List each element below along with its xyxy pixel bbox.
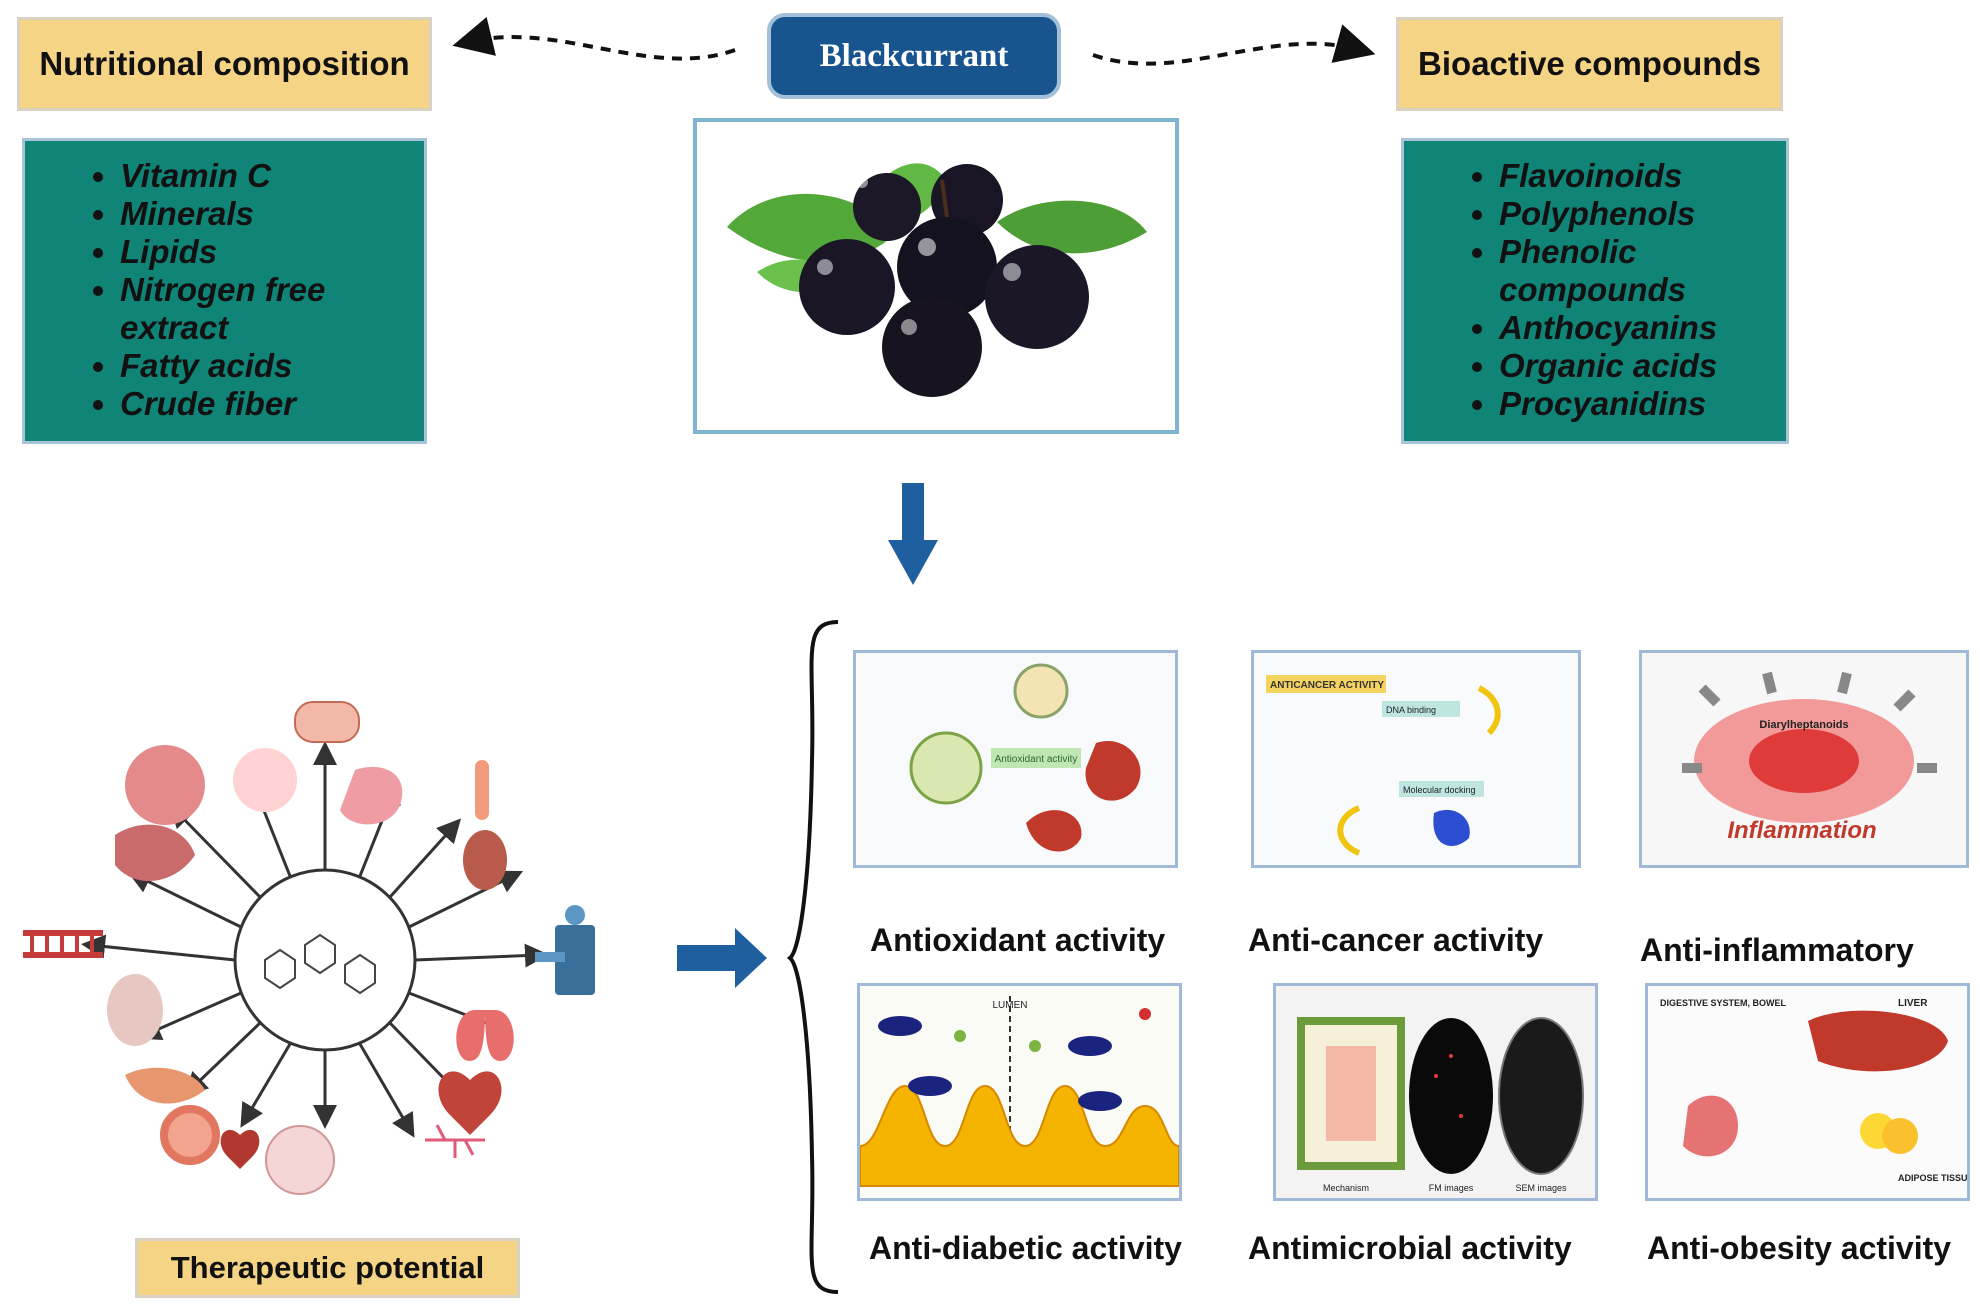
digestive-label: DIGESTIVE SYSTEM, BOWEL [1660,998,1787,1008]
adipose-label: ADIPOSE TISSUE [1898,1173,1967,1183]
antidiabetic-thumbnail: LUMEN [857,983,1182,1201]
page-title: Blackcurrant [767,13,1061,99]
anticancer-tag: ANTICANCER ACTIVITY [1270,680,1384,691]
nerve-icon [425,1124,485,1158]
blood-vessel-icon [160,1105,220,1165]
mitochondria-icon [294,701,360,743]
pancreas-icon [115,824,195,882]
esophagus-icon [475,760,489,820]
right-arrow-icon [677,928,767,988]
molecular-docking-label: Molecular docking [1403,785,1476,795]
antiinflammatory-label: Anti-inflammatory [1640,932,1914,968]
list-item: Fatty acids [120,347,424,385]
list-item: Crude fiber [120,385,424,423]
antimicrobial-label: Antimicrobial activity [1248,1230,1572,1266]
list-item: Nitrogen free extract [120,271,350,347]
inflammation-label: Inflammation [1727,817,1876,844]
curly-brace [786,620,839,1294]
cell-cluster-icon [125,745,205,825]
stomach-icon [340,766,403,825]
bioactive-heading: Bioactive compounds [1418,45,1761,82]
kidney-icon [463,830,507,890]
list-item: Flavoinoids [1499,157,1786,195]
bioactive-heading-box: Bioactive compounds [1396,17,1783,111]
diarylheptanoids-label: Diarylheptanoids [1759,719,1848,731]
blackcurrant-photo [693,118,1179,434]
antidiabetic-label: Anti-diabetic activity [869,1230,1182,1266]
intestine-icon [125,1067,205,1104]
list-item: Vitamin C [120,157,424,195]
organ-icons [23,701,595,1195]
lungs-person-icon [107,974,163,1046]
list-item: Organic acids [1499,347,1786,385]
antioxidant-thumbnail: Antioxidant activity [853,650,1178,868]
title-text: Blackcurrant [819,37,1009,74]
list-item: Anthocyanins [1499,309,1786,347]
liver-label: LIVER [1898,998,1928,1009]
antiinflammatory-thumbnail: Diarylheptanoids Inflammation [1639,650,1969,868]
list-item: Minerals [120,195,424,233]
heart-small-icon [220,1129,260,1169]
list-item: Lipids [120,233,424,271]
antiobesity-thumbnail: DIGESTIVE SYSTEM, BOWEL LIVER ADIPOSE TI… [1645,983,1970,1201]
fat-cell-icon [265,1125,335,1195]
bioactive-list: Flavoinoids Polyphenols Phenolic compoun… [1404,141,1786,423]
anticancer-thumbnail: ANTICANCER ACTIVITY DNA binding Molecula… [1251,650,1581,868]
antioxidant-center-label: Antioxidant activity [995,754,1078,765]
dotted-arrow-left [452,16,736,61]
sem-images-label: SEM images [1515,1183,1567,1193]
antiobesity-label: Anti-obesity activity [1647,1230,1952,1266]
patient-scan-icon [535,905,595,995]
antioxidant-label: Antioxidant activity [870,922,1166,958]
nutritional-list-box: Vitamin C Minerals Lipids Nitrogen free … [22,138,427,444]
list-item: Procyanidins [1499,385,1786,423]
anticancer-label: Anti-cancer activity [1248,922,1544,958]
antimicrobial-thumbnail: Mechanism FM images SEM images [1273,983,1598,1201]
blackcurrant-illustration [727,163,1147,397]
therapeutic-wheel [23,701,595,1195]
nutritional-heading: Nutritional composition [39,45,410,82]
dna-binding-label: DNA binding [1386,705,1436,715]
dna-strand-icon [23,930,103,958]
nutritional-heading-box: Nutritional composition [17,17,432,111]
inflamed-cell-icon [233,748,297,812]
molecule-center-icon [233,868,417,1052]
therapeutic-label-box: Therapeutic potential [135,1238,520,1298]
fm-images-label: FM images [1429,1183,1474,1193]
mechanism-label: Mechanism [1323,1183,1369,1193]
dotted-arrow-right [1092,24,1376,66]
down-arrow-icon [888,483,938,585]
list-item: Polyphenols [1499,195,1786,233]
lungs-icon [456,1010,514,1061]
list-item: Phenolic compounds [1499,233,1699,309]
nutritional-list: Vitamin C Minerals Lipids Nitrogen free … [25,141,424,423]
lumen-label: LUMEN [992,1000,1027,1011]
bioactive-list-box: Flavoinoids Polyphenols Phenolic compoun… [1401,138,1789,444]
therapeutic-label: Therapeutic potential [170,1250,485,1285]
heart-icon [438,1071,502,1135]
